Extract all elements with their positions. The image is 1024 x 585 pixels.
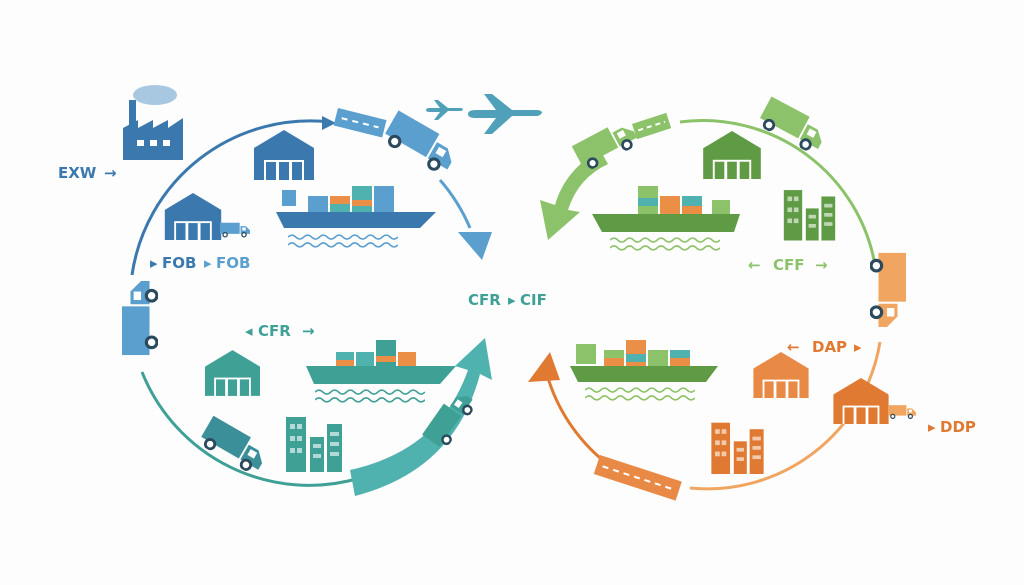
label-ddp: DDP <box>940 418 976 436</box>
airplane-icon <box>426 100 463 120</box>
factory-icon <box>123 100 183 160</box>
arrow-icon: → <box>104 164 117 182</box>
arrow-icon: → <box>815 256 828 274</box>
truck-icon <box>380 109 462 178</box>
road-segment-icon <box>593 455 682 501</box>
truck-icon <box>888 404 916 420</box>
warehouse-icon <box>254 130 314 180</box>
office-building-icon <box>711 422 764 474</box>
cargo-ship-icon <box>570 340 718 401</box>
warehouse-icon <box>703 131 761 179</box>
label-fob: FOB <box>216 254 250 272</box>
truck-icon <box>220 221 250 238</box>
arrow-icon: ← <box>787 338 800 356</box>
blue-arc-right <box>438 179 472 229</box>
office-building-icon <box>783 190 836 241</box>
arrow-icon <box>458 232 492 260</box>
cargo-ship-icon <box>276 186 436 248</box>
truck-icon <box>122 279 158 357</box>
arrow-icon: ▸ <box>204 254 212 272</box>
cargo-ship-icon <box>592 186 740 251</box>
arrow-icon: ▸ <box>854 338 862 356</box>
warehouse-icon <box>164 193 222 240</box>
left-cycle: EXW → ▸ FOB ▸ FOB ◂ CFR → <box>58 85 547 496</box>
warehouse-icon <box>753 352 809 398</box>
cargo-ship-icon <box>306 340 456 403</box>
truck-icon <box>196 415 272 477</box>
road-segment-icon <box>632 112 672 140</box>
blue-arc-arrow <box>130 119 331 276</box>
arrow-icon: ← <box>748 256 761 274</box>
road-segment-icon <box>333 108 387 138</box>
right-cycle: ← CFF → ← DAP ▸ ▸ DDP <box>528 96 976 501</box>
orange-arc <box>689 341 882 491</box>
arrow-icon: ◂ <box>245 322 253 340</box>
label-cff: CFF <box>773 256 805 274</box>
factory-group <box>123 85 183 160</box>
label-fob: FOB <box>162 254 196 272</box>
warehouse-icon <box>833 378 889 424</box>
warehouse-icon <box>205 350 260 396</box>
arrow-icon <box>322 116 336 130</box>
arrow-icon: → <box>302 322 315 340</box>
label-cfr: CFR <box>258 322 291 340</box>
green-arc <box>679 119 877 266</box>
arrow-icon: ▸ <box>150 254 158 272</box>
arrow-icon: ▸ <box>508 291 516 309</box>
label-exw: EXW <box>58 164 97 182</box>
smoke <box>133 85 177 105</box>
label-dap: DAP <box>812 338 847 356</box>
airplane-icon <box>468 94 542 134</box>
truck-icon <box>870 251 906 329</box>
teal-arc <box>140 371 361 487</box>
green-wide-arrow <box>540 150 608 240</box>
orange-arc-left <box>546 377 611 468</box>
teal-wide-arrow <box>350 338 492 496</box>
arrow-icon: ▸ <box>928 418 936 436</box>
arrow-icon <box>528 352 560 382</box>
label-cfr-center: CFR <box>468 291 501 309</box>
office-building-icon <box>286 417 342 472</box>
label-cif-center: CIF <box>520 291 547 309</box>
